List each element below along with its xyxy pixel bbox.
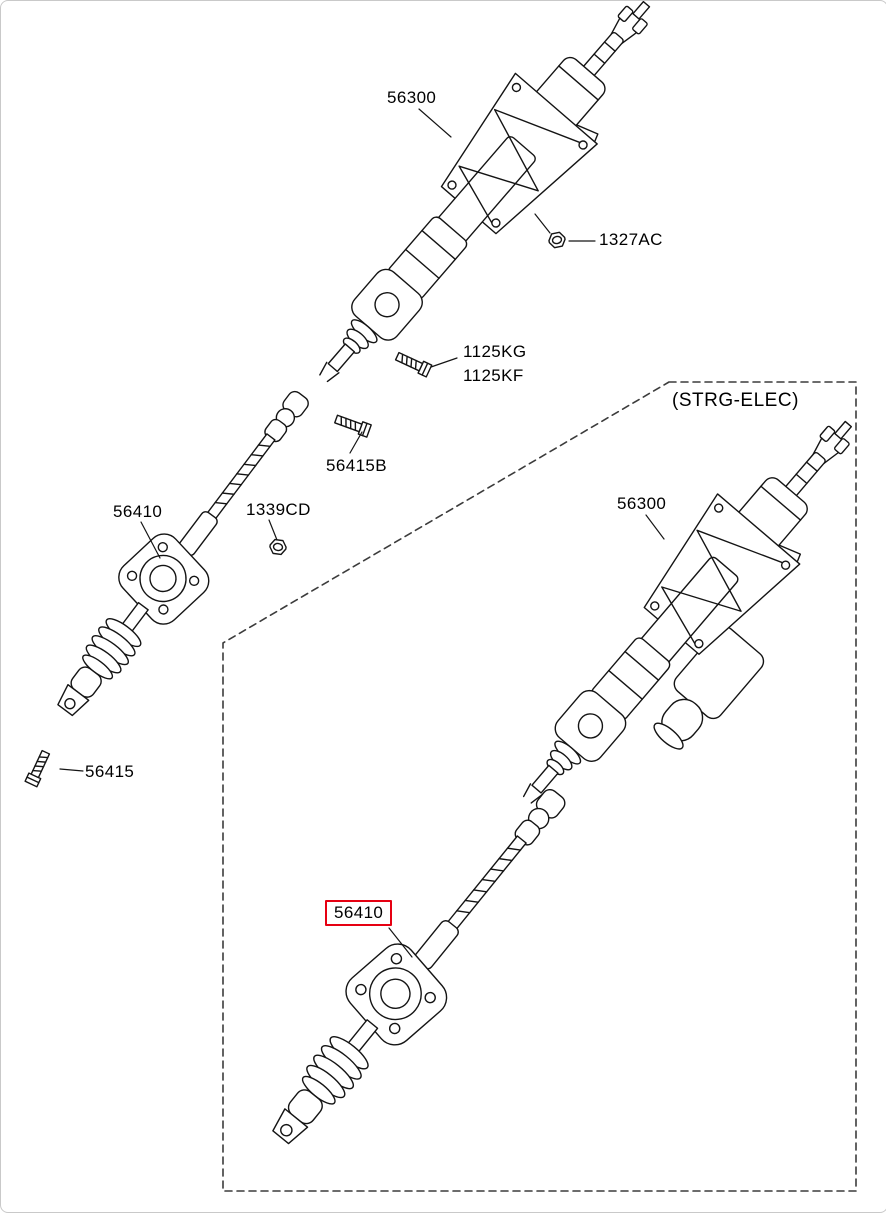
bolt-56415-drawing: [24, 748, 53, 788]
nut-1339cd-drawing: [268, 538, 288, 556]
bolt-1125-drawing: [393, 349, 433, 378]
steering-column-elec-drawing: [485, 388, 886, 836]
part-callout-1125kg[interactable]: 1125KG: [463, 342, 527, 361]
leader-lines: [59, 108, 665, 958]
part-callout-56410-standard[interactable]: 56410: [113, 502, 163, 521]
part-callout-1339cd[interactable]: 1339CD: [246, 500, 311, 519]
part-callout-56415b[interactable]: 56415B: [326, 456, 388, 475]
strg-elec-group-label: (STRG-ELEC): [672, 390, 799, 411]
lower-shaft-standard-drawing: [30, 369, 337, 737]
part-callout-56410-elec-highlighted[interactable]: 56410: [325, 900, 393, 926]
part-callout-1125kf[interactable]: 1125KF: [463, 366, 524, 385]
part-callout-56300-elec[interactable]: 56300: [617, 494, 667, 513]
part-callout-56415[interactable]: 56415: [85, 762, 135, 781]
part-callout-1327ac[interactable]: 1327AC: [599, 230, 663, 249]
lower-shaft-elec-drawing: [242, 763, 597, 1169]
strg-elec-boundary: [222, 381, 857, 1192]
bolt-56415b-drawing: [333, 412, 372, 438]
part-callout-56300-standard[interactable]: 56300: [387, 88, 437, 107]
nut-1327ac-drawing: [547, 230, 567, 250]
